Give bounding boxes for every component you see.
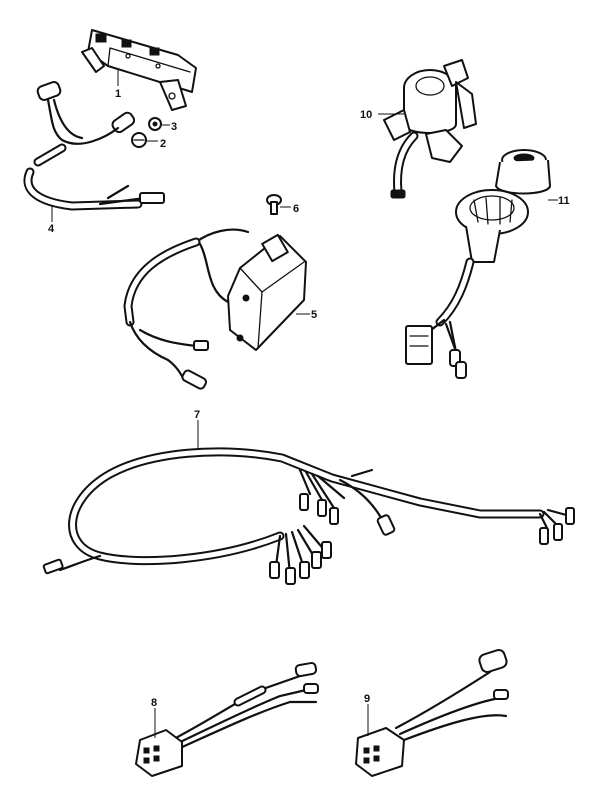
part-7-main-harness xyxy=(42,447,575,585)
callout-7: 7 xyxy=(194,409,200,421)
part-8-sub-harness xyxy=(135,661,319,777)
part-11-lock-cylinder xyxy=(405,149,551,379)
part-3-nut xyxy=(148,117,162,131)
callout-3: 3 xyxy=(171,121,177,133)
callout-8: 8 xyxy=(151,697,157,709)
callout-10: 10 xyxy=(360,109,372,121)
part-9-sub-harness xyxy=(355,648,509,777)
callout-11: 11 xyxy=(558,195,570,207)
callout-9: 9 xyxy=(364,693,370,705)
part-5-cdi-unit xyxy=(123,228,307,390)
part-6-screw xyxy=(266,194,282,215)
callout-1: 1 xyxy=(115,88,121,100)
part-10-ignition-switch xyxy=(383,59,477,199)
callout-4: 4 xyxy=(48,223,55,235)
callout-6: 6 xyxy=(293,203,299,215)
callout-5: 5 xyxy=(311,309,317,321)
part-2-bolt xyxy=(131,132,147,148)
callout-2: 2 xyxy=(160,138,166,150)
part-4-lead-wire xyxy=(23,81,165,211)
part-1-regulator xyxy=(81,29,197,111)
